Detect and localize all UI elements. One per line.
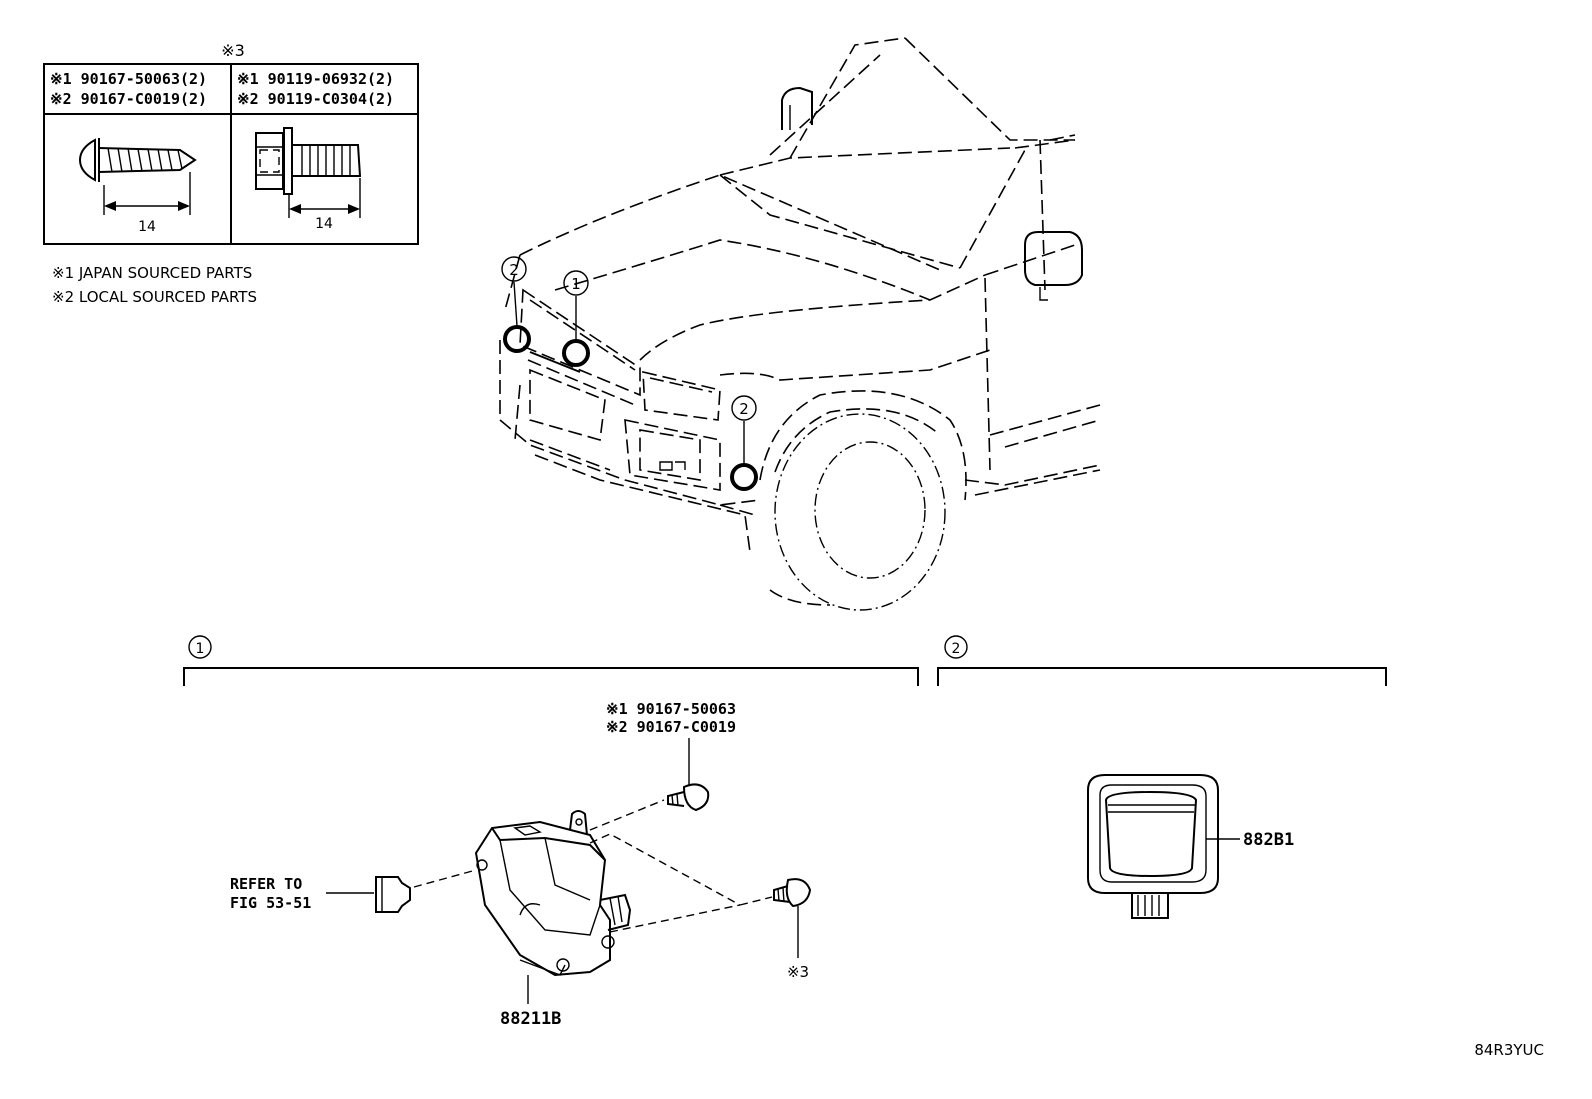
callout-2-left-number: 2 <box>509 261 519 279</box>
refer-line1: REFER TO <box>230 875 302 893</box>
legend-japan-sourced: ※1 JAPAN SOURCED PARTS <box>52 264 252 282</box>
table-header: ※3 <box>221 41 245 60</box>
flange-bolt-icon <box>255 127 362 195</box>
sensor-module-icon <box>474 810 632 977</box>
section-1: 1 ※1 90167-50063 ※2 90167-C0019 REFER TO… <box>183 635 919 1029</box>
table-right-line2: ※2 90119-C0304(2) <box>237 90 394 108</box>
module-part-number: 88211B <box>500 1009 561 1029</box>
dimension-left: 14 <box>103 172 191 235</box>
bolt-reference: ※3 <box>787 963 809 981</box>
figure-code: 84R3YUC <box>1474 1041 1544 1059</box>
screw-part-line2: ※2 90167-C0019 <box>606 718 736 736</box>
callout-2-left: 2 <box>501 256 531 353</box>
clip-icon <box>375 876 411 913</box>
fastener-table: ※3 ※1 90167-50063(2) ※2 90167-C0019(2) ※… <box>43 41 419 245</box>
radar-sensor-icon <box>1087 774 1219 919</box>
section-1-marker: 1 <box>196 641 205 657</box>
dimension-left-value: 14 <box>138 219 156 235</box>
screw-part-line1: ※1 90167-50063 <box>606 700 736 718</box>
vehicle-outline <box>499 37 1101 611</box>
section-2-marker: 2 <box>952 641 961 657</box>
tapping-screw-icon <box>78 138 197 182</box>
bolt-icon <box>773 878 812 908</box>
dimension-right: 14 <box>288 178 361 232</box>
radar-sensor-part-number: 882B1 <box>1243 830 1294 850</box>
callout-1-number: 1 <box>571 275 581 293</box>
table-left-line1: ※1 90167-50063(2) <box>50 70 207 88</box>
screw-icon <box>667 783 710 812</box>
table-left-line2: ※2 90167-C0019(2) <box>50 90 207 108</box>
dimension-right-value: 14 <box>315 216 333 232</box>
section-2: 2 882B1 <box>937 635 1387 919</box>
callout-1: 1 <box>562 270 590 367</box>
callout-2-right: 2 <box>730 395 758 491</box>
refer-line2: FIG 53-51 <box>230 894 311 912</box>
legend-local-sourced: ※2 LOCAL SOURCED PARTS <box>52 288 257 306</box>
callout-2-right-number: 2 <box>739 400 749 418</box>
table-right-line1: ※1 90119-06932(2) <box>237 70 394 88</box>
